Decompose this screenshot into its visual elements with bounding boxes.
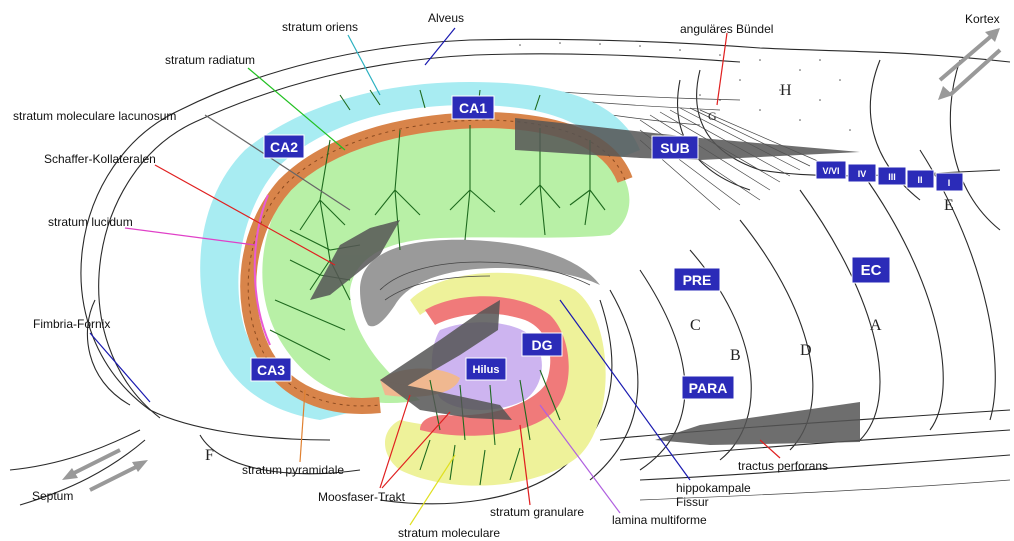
layer-box-v-vi: V/VI [816,161,846,179]
label-tractus-perforans: tractus perforans [738,459,828,473]
layer-label-v-vi: V/VI [822,166,839,176]
label-fissur: Fissur [676,495,709,509]
tractus-perforans-arrow [655,402,860,445]
region-box-para: PARA [682,376,734,399]
drawing-letter-f: F [205,447,214,464]
region-box-pre: PRE [674,268,720,291]
label-schaffer-kollateralen: Schaffer-Kollateralen [44,152,156,166]
region-box-ca3: CA3 [251,358,291,381]
label-hippokampale: hippokampale [676,481,751,495]
label-stratum-lucidum: stratum lucidum [48,215,133,229]
label-kortex: Kortex [965,12,1000,26]
label-angulaeres-buendel: anguläres Bündel [680,22,773,36]
region-box-sub: SUB [652,136,698,159]
layer-box-ii: II [907,170,934,188]
drawing-letter-d: D [800,342,812,359]
region-label-ca2: CA2 [270,139,298,155]
layer-label-i: I [948,178,951,188]
label-stratum-moleculare: stratum moleculare [398,526,500,540]
region-label-sub: SUB [660,140,690,156]
label-stratum-radiatum: stratum radiatum [165,53,255,67]
region-box-ca1: CA1 [452,96,494,119]
drawing-letter-a: A [870,317,882,334]
cortex-layer-boxes: V/VI IV III II I [816,161,963,191]
layer-label-ii: II [917,175,922,185]
drawing-letter-g: G [708,109,717,123]
label-stratum-oriens: stratum oriens [282,20,358,34]
region-label-ec: EC [861,262,882,279]
layer-label-iii: III [888,172,896,182]
layer-box-iv: IV [848,164,876,182]
label-septum: Septum [32,489,73,503]
kortex-arrows [938,28,1000,100]
drawing-letter-e: E [944,197,954,214]
label-alveus: Alveus [428,11,464,25]
drawing-letter-c: C [690,317,701,334]
label-stratum-pyramidale: stratum pyramidale [242,463,344,477]
label-stratum-granulare: stratum granulare [490,505,584,519]
drawing-letter-h: H [780,82,792,99]
label-moosfaser-trakt: Moosfaser-Trakt [318,490,406,504]
layer-label-iv: IV [858,169,867,179]
region-box-hilus: Hilus [466,358,506,380]
region-label-para: PARA [689,380,728,396]
region-box-dg: DG [522,333,562,356]
region-label-ca3: CA3 [257,362,285,378]
region-box-ca2: CA2 [264,135,304,158]
layer-box-iii: III [878,167,906,185]
label-fimbria-fornix: Fimbria-Fornix [33,317,110,331]
label-lamina-multiforme: lamina multiforme [612,513,707,527]
layer-box-i: I [936,173,963,191]
region-label-ca1: CA1 [459,100,487,116]
region-label-pre: PRE [683,272,712,288]
region-box-ec: EC [852,257,890,283]
region-label-dg: DG [532,337,553,353]
region-label-hilus: Hilus [473,364,500,376]
drawing-letter-b: B [730,347,741,364]
label-stratum-moleculare-lacunosum: stratum moleculare lacunosum [13,109,176,123]
